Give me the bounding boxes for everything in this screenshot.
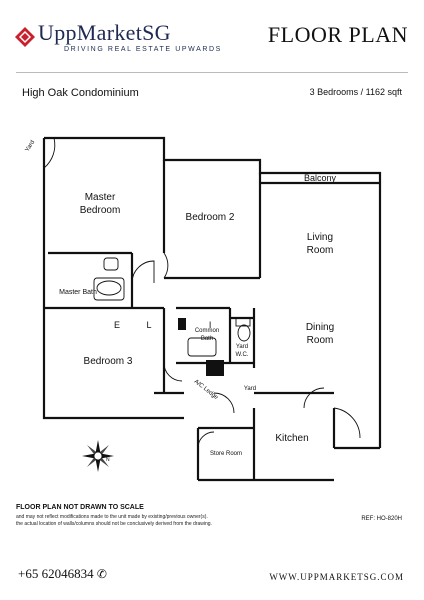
website-link[interactable]: WWW.UPPMARKETSG.COM bbox=[269, 572, 404, 582]
room-label-wc-2: W.C. bbox=[236, 352, 249, 358]
room-label-master-bedroom-2: Bedroom bbox=[80, 205, 121, 216]
phone-number[interactable]: +65 62046834 ✆ bbox=[18, 566, 107, 582]
disclaimer-line-2: the actual location of walls/columns sho… bbox=[16, 521, 212, 527]
phone-number-text: +65 62046834 bbox=[18, 566, 94, 581]
room-label-yard-top: Yard bbox=[25, 140, 37, 154]
phone-icon: ✆ bbox=[96, 567, 107, 581]
room-label-living-1: Living bbox=[307, 232, 333, 243]
page-title: FLOOR PLAN bbox=[267, 22, 408, 47]
room-label-master-bath: Master Bath bbox=[59, 289, 97, 296]
brand-name: UppMarketSG bbox=[38, 20, 171, 45]
compass-icon bbox=[82, 440, 114, 472]
room-label-bedroom-3: Bedroom 3 bbox=[84, 356, 133, 367]
room-label-master-bedroom-1: Master bbox=[85, 192, 116, 203]
room-label-dining-2: Room bbox=[307, 335, 334, 346]
floor-plan-drawing: E L L I Master Bedroom Bedroom 2 Balcony… bbox=[25, 136, 382, 482]
room-label-common-bath-2: Bath bbox=[201, 336, 213, 342]
room-label-yard: Yard bbox=[244, 386, 256, 392]
disclaimer-title: FLOOR PLAN NOT DRAWN TO SCALE bbox=[16, 504, 144, 511]
project-name: High Oak Condominium bbox=[22, 87, 139, 99]
room-label-common-bath-1: Common bbox=[195, 328, 219, 334]
watermark-text: E L L I bbox=[114, 320, 223, 330]
room-label-wc-1: Yard bbox=[236, 344, 248, 350]
header-divider bbox=[16, 72, 408, 73]
disclaimer-line-1: and may not reflect modifications made t… bbox=[16, 514, 208, 520]
brand-tagline: DRIVING REAL ESTATE UPWARDS bbox=[64, 46, 222, 53]
room-label-kitchen: Kitchen bbox=[275, 433, 308, 444]
disclaimer-body: and may not reflect modifications made t… bbox=[16, 514, 346, 528]
unit-summary: 3 Bedrooms / 1162 sqft bbox=[309, 87, 402, 97]
room-label-bedroom-2: Bedroom 2 bbox=[186, 212, 235, 223]
brand-logo-icon bbox=[15, 27, 35, 47]
room-label-dining-1: Dining bbox=[306, 322, 334, 333]
compass-north-label: N bbox=[106, 457, 110, 463]
room-label-balcony: Balcony bbox=[304, 173, 337, 183]
room-label-living-2: Room bbox=[307, 245, 334, 256]
room-label-ac-ledge: A/C Ledge bbox=[193, 379, 220, 402]
reference-code: REF: HO-820H bbox=[361, 516, 402, 522]
room-label-store-room: Store Room bbox=[210, 451, 242, 457]
